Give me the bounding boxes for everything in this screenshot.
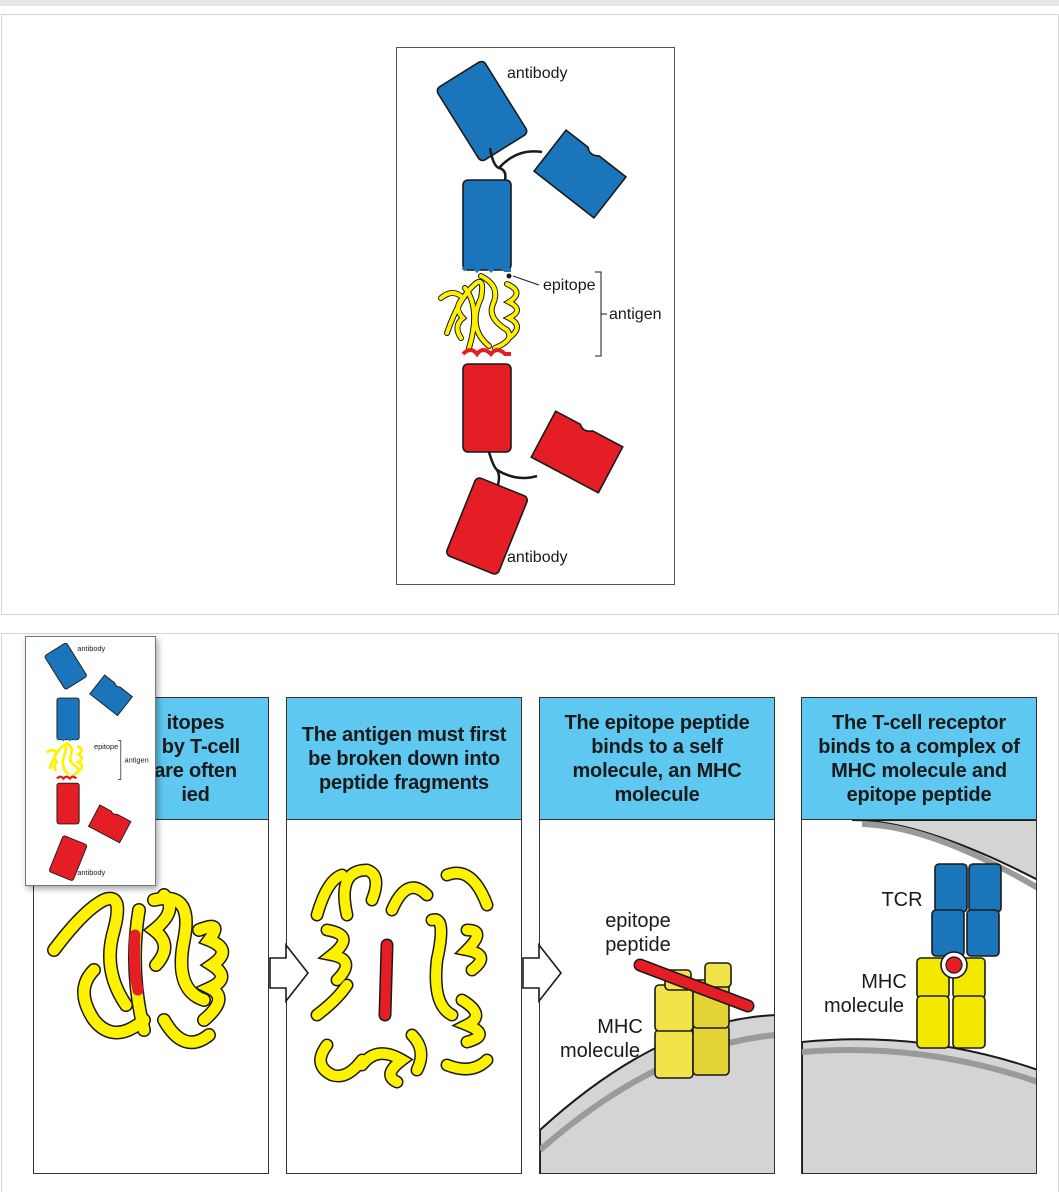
label-epitope: epitope — [543, 277, 596, 294]
arrow-right-icon — [522, 943, 563, 1003]
panel-title: The T-cell receptor binds to a complex o… — [818, 711, 1020, 806]
panel-title: itopes l by T-cell are often ied — [151, 711, 240, 806]
svg-text:antigen: antigen — [125, 755, 149, 764]
peptide-fragments-illustration — [310, 863, 494, 1089]
antibody-bottom — [446, 363, 624, 575]
epitope-peptide — [945, 956, 963, 974]
thumbnail-diagram: antibody epitope antigen antibody — [44, 642, 149, 881]
label-mhc: MHC — [861, 971, 907, 993]
label-antibody-top: antibody — [507, 65, 568, 82]
panel-header: The T-cell receptor binds to a complex o… — [802, 698, 1036, 820]
epitope-leader-line — [512, 275, 540, 286]
panel-header: The epitope peptide binds to a self mole… — [540, 698, 774, 820]
label-tcr: TCR — [881, 889, 922, 911]
antigen-bracket — [595, 271, 602, 357]
arrow-right-icon — [269, 943, 310, 1003]
panel-mhc-binding: The epitope peptide binds to a self mole… — [539, 697, 775, 1174]
tcr-mhc-illustration: TCR MHC molecule — [802, 820, 1036, 1173]
svg-text:epitope: epitope — [94, 742, 118, 751]
panel-antigen-fragments: The antigen must first be broken down in… — [286, 697, 522, 1174]
label-molecule: molecule — [824, 995, 904, 1017]
panel-title: The epitope peptide binds to a self mole… — [564, 711, 750, 806]
panel-title: The antigen must first be broken down in… — [301, 723, 507, 794]
label-peptide: peptide — [605, 934, 671, 956]
label-antibody-bottom: antibody — [507, 549, 568, 566]
figure-thumbnail[interactable]: antibody epitope antigen antibody — [25, 636, 156, 886]
antigen — [438, 264, 520, 358]
label-molecule: molecule — [560, 1040, 640, 1062]
epitope-peptide-rod — [633, 958, 755, 1013]
t-cell-surface — [851, 820, 1036, 881]
cell-surface — [802, 1038, 1036, 1173]
svg-text:antibody: antibody — [77, 644, 105, 653]
tcr-molecule — [931, 863, 1002, 957]
label-antigen: antigen — [609, 306, 662, 323]
panel-header: The antigen must first be broken down in… — [287, 698, 521, 820]
label-epitope: epitope — [605, 910, 671, 932]
panel-tcr-complex: The T-cell receptor binds to a complex o… — [801, 697, 1037, 1174]
mhc-peptide-illustration: epitope peptide MHC molecule — [540, 910, 774, 1173]
top-bar — [0, 0, 1059, 6]
folded-antigen-illustration — [47, 888, 230, 1050]
antibody-top — [436, 60, 628, 271]
label-mhc: MHC — [597, 1016, 643, 1038]
antibody-antigen-diagram: antibody epitope antigen antibody — [436, 60, 662, 575]
antibody-antigen-figure[interactable]: antibody epitope antigen antibody — [396, 47, 675, 585]
svg-text:antibody: antibody — [77, 868, 105, 877]
